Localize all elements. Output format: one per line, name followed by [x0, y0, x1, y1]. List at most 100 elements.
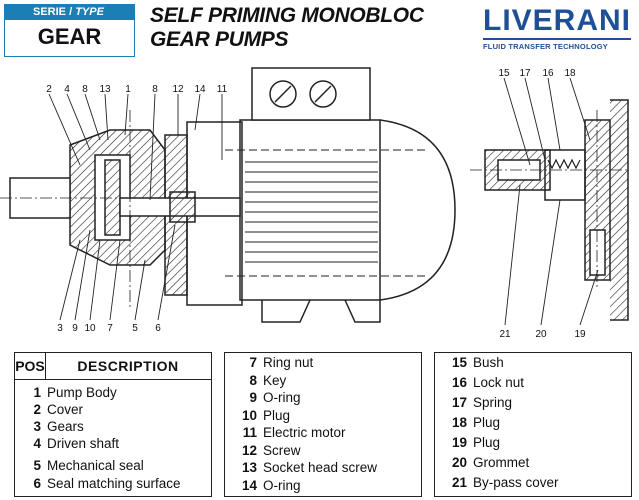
callout: 15	[498, 68, 510, 79]
part-pos: 14	[241, 477, 257, 493]
part-pos: 18	[451, 415, 467, 430]
part-pos: 21	[451, 475, 467, 490]
part-pos: 6	[33, 476, 41, 491]
callout: 1	[125, 84, 131, 95]
part-pos: 13	[241, 460, 257, 475]
parts-row: 13 Socket head screw	[225, 460, 377, 476]
leader-lines	[48, 77, 599, 326]
serie-type-heading: SERIE / TYPE	[5, 5, 134, 20]
callout: 5	[132, 323, 138, 334]
callout: 9	[72, 323, 78, 334]
terminal-box	[251, 67, 371, 121]
part-pos: 8	[249, 372, 257, 388]
part-desc: Socket head screw	[263, 460, 378, 475]
parts-row: 17 Spring	[435, 395, 512, 411]
part-desc: Key	[263, 372, 287, 388]
callout: 11	[217, 84, 228, 95]
parts-row: 16 Lock nut	[435, 375, 524, 391]
part-desc: Mechanical seal	[47, 458, 144, 473]
part-desc: Lock nut	[473, 375, 525, 390]
part-pos: 2	[33, 402, 41, 417]
part-desc: O-ring	[263, 390, 301, 405]
mechanical-seal	[169, 191, 196, 223]
pos-column-header: POS	[15, 353, 46, 379]
type-label: TYPE	[75, 6, 104, 18]
cable-gland-1	[269, 80, 297, 108]
part-pos: 3	[33, 419, 41, 434]
callout: 8	[152, 84, 158, 95]
bypass-spring	[547, 158, 581, 170]
part-pos: 4	[33, 436, 41, 451]
part-desc: Driven shaft	[47, 436, 120, 451]
gears	[104, 159, 121, 236]
part-desc: Grommet	[473, 455, 530, 470]
parts-row: 4 Driven shaft	[15, 436, 119, 452]
parts-row: 21 By-pass cover	[435, 475, 559, 491]
part-desc: Cover	[47, 402, 84, 417]
callout: 6	[155, 323, 161, 334]
parts-row: 7 Ring nut	[225, 355, 313, 371]
part-pos: 17	[451, 395, 467, 410]
parts-row: 18 Plug	[435, 415, 500, 431]
part-pos: 1	[33, 385, 41, 400]
part-pos: 7	[249, 355, 257, 370]
callout: 14	[194, 84, 206, 95]
part-desc: By-pass cover	[473, 475, 559, 490]
part-desc: Spring	[473, 395, 513, 410]
part-pos: 16	[451, 375, 467, 390]
parts-row: 2 Cover	[15, 402, 83, 418]
callout: 21	[499, 329, 511, 340]
lock-nut	[544, 149, 586, 201]
pump-cross-section-drawing: 2 4 8 13 1 8 12 14 11 3 9 10 7 5 6 15 17…	[0, 67, 630, 340]
part-desc: Plug	[473, 415, 501, 430]
parts-table-header: POS DESCRIPTION	[15, 353, 211, 380]
title-line-2: GEAR PUMPS	[150, 28, 289, 51]
parts-row: 8 Key	[225, 373, 286, 389]
part-pos: 9	[249, 390, 257, 405]
parts-row: 1 Pump Body	[15, 385, 117, 401]
callout: 12	[172, 84, 184, 95]
callout: 18	[564, 68, 576, 79]
callout: 17	[519, 68, 531, 79]
parts-table-1: POS DESCRIPTION 1 Pump Body 2 Cover 3 Gears…	[14, 352, 212, 497]
part-desc: Pump Body	[47, 385, 117, 400]
serie-label: SERIE /	[33, 6, 73, 18]
brand-logo: LIVERANI FLUID TRANSFER TECHNOLOGY	[483, 4, 631, 51]
part-desc: Screw	[263, 442, 301, 458]
part-desc: Gears	[47, 419, 84, 434]
parts-row: 14 O-ring	[225, 478, 301, 494]
parts-row: 3 Gears	[15, 419, 84, 435]
part-desc: Electric motor	[263, 425, 346, 440]
serie-type-box: SERIE / TYPE GEAR	[4, 4, 135, 57]
callout: 3	[57, 323, 63, 334]
title-line-1: SELF PRIMING MONOBLOC	[150, 4, 424, 27]
part-pos: 11	[242, 425, 257, 440]
description-column-header: DESCRIPTION	[77, 358, 179, 374]
parts-row: 11 Electric motor	[225, 425, 346, 441]
part-pos: 15	[451, 355, 467, 370]
callout: 16	[542, 68, 554, 79]
motor-cooling-fins	[245, 161, 378, 263]
cable-gland-2	[309, 80, 337, 108]
part-desc: Ring nut	[263, 355, 314, 370]
bypass-plug	[589, 229, 606, 276]
parts-row: 9 O-ring	[225, 390, 301, 406]
callout: 7	[107, 323, 113, 334]
part-desc: O-ring	[263, 477, 301, 493]
callout: 13	[99, 84, 111, 95]
brand-tagline: FLUID TRANSFER TECHNOLOGY	[483, 38, 631, 51]
part-pos: 20	[451, 455, 467, 470]
motor-fan-cover	[379, 119, 456, 301]
callout: 20	[535, 329, 547, 340]
brand-name: LIVERANI	[483, 4, 632, 37]
callout: 19	[574, 329, 586, 340]
callout: 8	[82, 84, 88, 95]
serie-value: GEAR	[37, 24, 102, 49]
page-title: SELF PRIMING MONOBLOC GEAR PUMPS	[150, 4, 424, 52]
